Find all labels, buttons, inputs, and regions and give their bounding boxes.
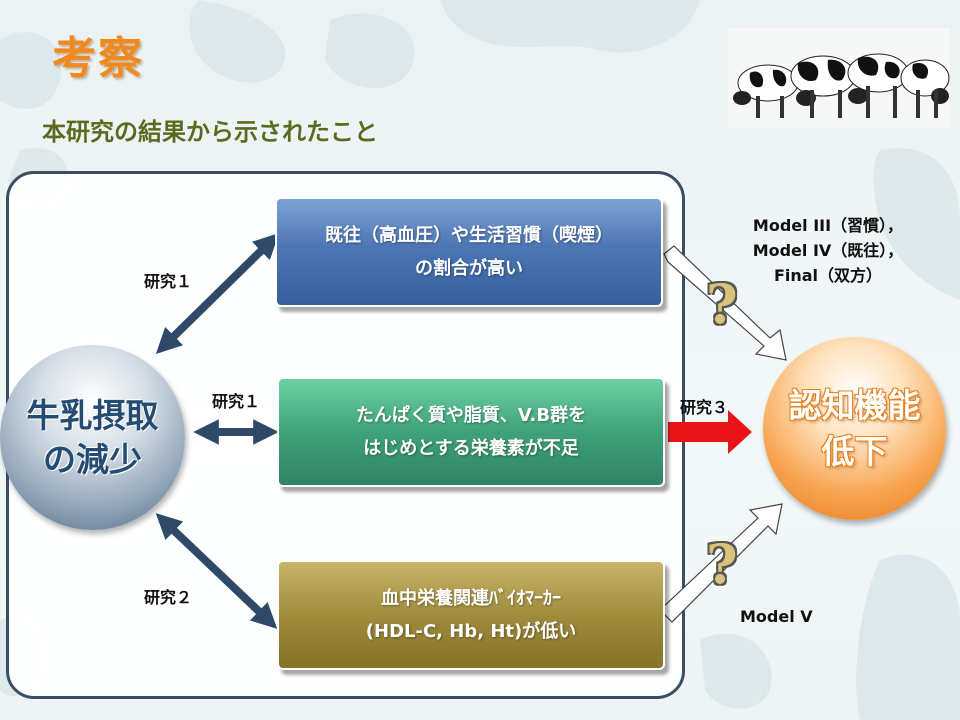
model-line1: Model III（習慣）， [752, 216, 904, 235]
circle-left-line1: 牛乳摂取 [26, 395, 159, 435]
label-study1-mid: 研究１ [212, 392, 261, 411]
box-nutrients: たんぱく質や脂質、V.B群を はじめとする栄養素が不足 [277, 377, 665, 487]
model-line3: Final（双方） [773, 266, 883, 285]
circle-left-line2: の減少 [43, 439, 142, 479]
label-study3: 研究３ [680, 398, 729, 417]
cows-image [728, 28, 950, 128]
box3-line2: (HDL-C, Hb, Ht)が低い [365, 621, 577, 642]
circle-right-line2: 低下 [821, 431, 888, 471]
question-mark-top: ? [706, 272, 738, 336]
question-mark-bottom: ? [706, 532, 738, 596]
model-line2: Model IV（既往）， [752, 241, 904, 260]
box1-line1: 既往（高血圧）や生活習慣（喫煙） [325, 225, 613, 246]
box-biomarkers: 血中栄養関連ﾊﾞｲｵﾏｰｶｰ (HDL-C, Hb, Ht)が低い [277, 560, 665, 670]
box2-line2: はじめとする栄養素が不足 [363, 438, 579, 459]
box-history-habits: 既往（高血圧）や生活習慣（喫煙） の割合が高い [275, 197, 663, 307]
slide-title: 考察 [52, 33, 144, 84]
circle-right-line1: 認知機能 [788, 385, 921, 425]
box1-line2: の割合が高い [415, 258, 523, 279]
circle-cognitive-decline: 認知機能 低下 [763, 337, 946, 520]
slide-subtitle: 本研究の結果から示されたこと [42, 118, 378, 146]
model-top-label: Model III（習慣）， Model IV（既往）， Final（双方） [733, 213, 923, 288]
box2-line1: たんぱく質や脂質、V.B群を [355, 405, 587, 426]
label-study2: 研究２ [144, 588, 193, 607]
label-study1-top: 研究１ [144, 272, 193, 291]
model-bottom-label: Model V [740, 607, 813, 626]
box3-line1: 血中栄養関連ﾊﾞｲｵﾏｰｶｰ [381, 588, 561, 609]
circle-milk-intake: 牛乳摂取 の減少 [0, 345, 185, 530]
